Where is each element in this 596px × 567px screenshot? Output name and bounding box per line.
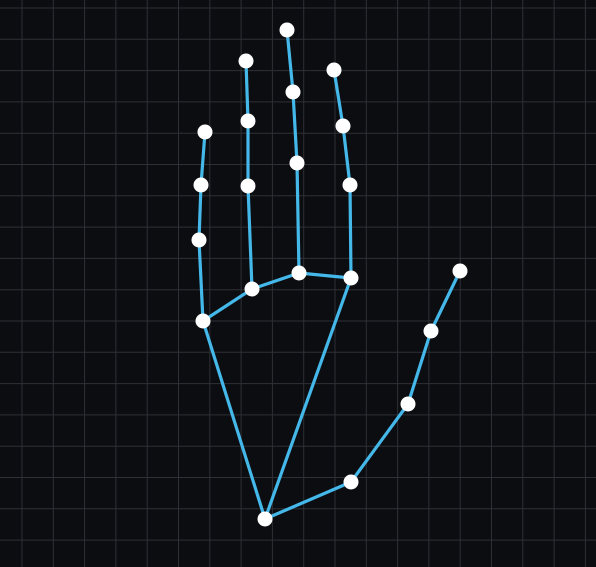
bone-thumb-mcp-to-thumb-ip bbox=[406, 329, 433, 406]
bone-wrist-to-thumb-cmc bbox=[263, 480, 353, 521]
joint-thumb-cmc bbox=[343, 474, 359, 490]
bone-wrist-to-pinky-mcp bbox=[263, 276, 353, 521]
joint-middle-tip bbox=[238, 53, 254, 69]
bone-index-mcp-to-middle-mcp bbox=[201, 287, 254, 323]
bones bbox=[197, 28, 462, 521]
joint-index-mcp bbox=[195, 313, 211, 329]
bone-pinky-mcp-to-pinky-pip bbox=[348, 183, 353, 280]
joint-middle-mcp bbox=[244, 281, 260, 297]
bone-ring-dip-to-ring-tip bbox=[285, 28, 295, 94]
bone-middle-mcp-to-middle-pip bbox=[246, 184, 254, 291]
joint-thumb-mcp bbox=[400, 396, 416, 412]
bone-ring-mcp-to-ring-pip bbox=[295, 161, 301, 275]
joint-pinky-dip bbox=[335, 118, 351, 134]
bone-index-pip-to-index-dip bbox=[197, 183, 203, 242]
joints bbox=[191, 22, 468, 527]
bone-middle-dip-to-middle-tip bbox=[244, 59, 250, 123]
joint-middle-pip bbox=[240, 178, 256, 194]
joint-thumb-tip bbox=[452, 263, 468, 279]
bone-middle-mcp-to-ring-mcp bbox=[250, 271, 301, 291]
joint-ring-pip bbox=[289, 155, 305, 171]
joint-ring-tip bbox=[279, 22, 295, 38]
bone-ring-mcp-to-pinky-mcp bbox=[297, 271, 353, 280]
joint-index-pip bbox=[191, 232, 207, 248]
bone-index-dip-to-index-tip bbox=[199, 130, 207, 187]
bone-ring-pip-to-ring-dip bbox=[291, 90, 299, 165]
joint-pinky-tip bbox=[326, 62, 342, 78]
bone-thumb-cmc-to-thumb-mcp bbox=[349, 402, 410, 484]
joint-pinky-pip bbox=[342, 177, 358, 193]
joint-index-dip bbox=[193, 177, 209, 193]
bone-wrist-to-index-mcp bbox=[201, 319, 267, 521]
bone-index-mcp-to-index-pip bbox=[197, 238, 205, 323]
joint-wrist bbox=[257, 511, 273, 527]
joint-ring-mcp bbox=[291, 265, 307, 281]
joint-thumb-ip bbox=[423, 323, 439, 339]
bone-thumb-ip-to-thumb-tip bbox=[429, 269, 462, 333]
joint-pinky-mcp bbox=[343, 270, 359, 286]
joint-middle-dip bbox=[240, 113, 256, 129]
joint-ring-dip bbox=[285, 84, 301, 100]
joint-index-tip bbox=[197, 124, 213, 140]
bone-pinky-pip-to-pinky-dip bbox=[341, 124, 352, 187]
bone-pinky-dip-to-pinky-tip bbox=[332, 68, 345, 128]
